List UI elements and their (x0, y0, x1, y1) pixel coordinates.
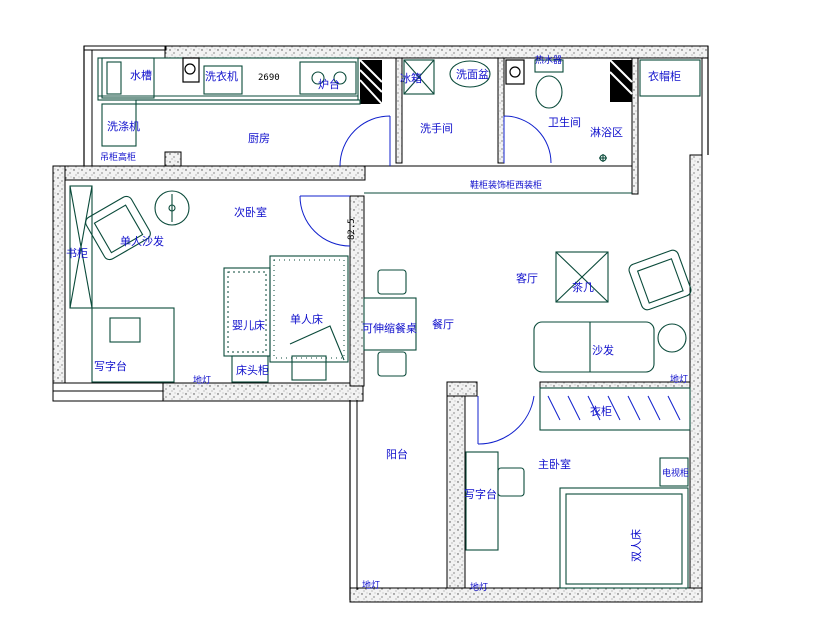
label-master-bedroom: 主卧室 (538, 457, 571, 471)
master-furniture (465, 451, 689, 589)
label-single-bed: 单人床 (290, 312, 323, 326)
label-kitchen: 厨房 (248, 132, 270, 145)
label-wash-basin: 洗面盆 (456, 67, 489, 81)
label-lamp-c: 地灯 (362, 579, 380, 591)
door-kitchen (339, 115, 391, 167)
label-lamp-d: 地灯 (470, 581, 488, 593)
wash-basin-fixture (449, 60, 491, 88)
wall-master-top (539, 381, 691, 389)
range-fixture (299, 61, 357, 95)
dim-door: 82.5 (347, 218, 357, 240)
double-bed-shape (559, 487, 689, 589)
dim-kitchen-width: 2690 (258, 73, 280, 83)
sofa-shape (533, 321, 655, 373)
bookcase-shape (69, 185, 93, 309)
doors (299, 115, 552, 445)
armchair-shape (85, 195, 151, 261)
label-wash-room: 洗手间 (420, 121, 453, 135)
bath-fixtures (403, 59, 701, 162)
door-master (477, 395, 535, 445)
desk-right-shape (465, 451, 499, 551)
wall-master-left (446, 381, 466, 601)
label-study: 次卧室 (234, 205, 267, 219)
label-lamp-a: 地灯 (193, 374, 211, 386)
label-bedside: 床头柜 (236, 363, 269, 377)
tea-table-shape (555, 251, 609, 303)
window-study (52, 382, 164, 402)
label-living-room: 客厅 (516, 271, 538, 285)
wall-bottom (349, 587, 703, 603)
wall-right (689, 154, 703, 601)
wall-study-right (349, 195, 365, 387)
label-water-heater: 热水器 (535, 54, 562, 66)
label-lamp-b: 地灯 (670, 373, 688, 385)
toilet-fixture (535, 75, 563, 109)
label-shoe-cabinet: 鞋柜装饰柜西装柜 (470, 179, 542, 191)
laundry-fixture (101, 103, 137, 147)
label-washing-machine: 洗涤机 (107, 119, 140, 133)
single-bed-shape (269, 255, 349, 363)
label-fridge: 冰箱 (400, 71, 422, 85)
wall-study-left (52, 165, 66, 384)
label-shower: 淋浴区 (590, 126, 623, 139)
label-baby-bed: 婴儿床 (232, 318, 265, 332)
door-study (299, 195, 351, 247)
label-cabinet-small: 吊柜高柜 (100, 151, 136, 163)
label-tv-cabinet: 电视柜 (662, 467, 689, 479)
label-double-bed: 双人床 (629, 529, 643, 562)
wardrobe-shape (539, 387, 691, 431)
desk-left-shape (91, 307, 175, 383)
dining-furniture (363, 269, 417, 377)
label-desk-right: 写字台 (464, 487, 497, 501)
label-balcony: 阳台 (386, 447, 408, 461)
label-dining-hall: 餐厅 (432, 317, 454, 331)
living-furniture (533, 249, 692, 431)
wall-study-top (52, 165, 366, 181)
dining-table-shape (363, 297, 417, 351)
label-bathroom: 卫生间 (548, 115, 581, 129)
label-range: 炉台 (318, 77, 340, 91)
label-sink: 水槽 (130, 69, 152, 82)
door-bath (503, 115, 552, 164)
label-tea-table: 茶几 (572, 281, 594, 294)
baby-bed-shape (223, 267, 271, 357)
labels: 水槽 洗衣机 2690 炉台 洗涤机 厨房 冰箱 洗面盆 热水器 洗手间 卫生间… (66, 54, 689, 593)
wall-wash-bath (497, 57, 505, 164)
label-wardrobe: 衣柜 (590, 404, 612, 418)
label-sofa: 沙发 (592, 343, 614, 357)
study-furniture (69, 185, 349, 383)
wall-top (164, 45, 709, 59)
label-wardrobe-top: 衣帽柜 (648, 69, 681, 83)
wall-top-left (83, 45, 167, 51)
label-single-sofa: 单人沙发 (120, 234, 164, 248)
label-bookcase: 书柜 (66, 247, 88, 260)
label-desk-left: 写字台 (94, 359, 127, 373)
label-dining-table: 可伸缩餐桌 (362, 321, 417, 335)
kitchen-fixtures (97, 57, 383, 147)
exterior-walls (52, 45, 709, 603)
wall-bath-right (631, 57, 639, 195)
sink-fixture (101, 57, 155, 99)
wall-kitchen-wash (395, 57, 403, 164)
label-laundry: 洗衣机 (205, 69, 238, 83)
